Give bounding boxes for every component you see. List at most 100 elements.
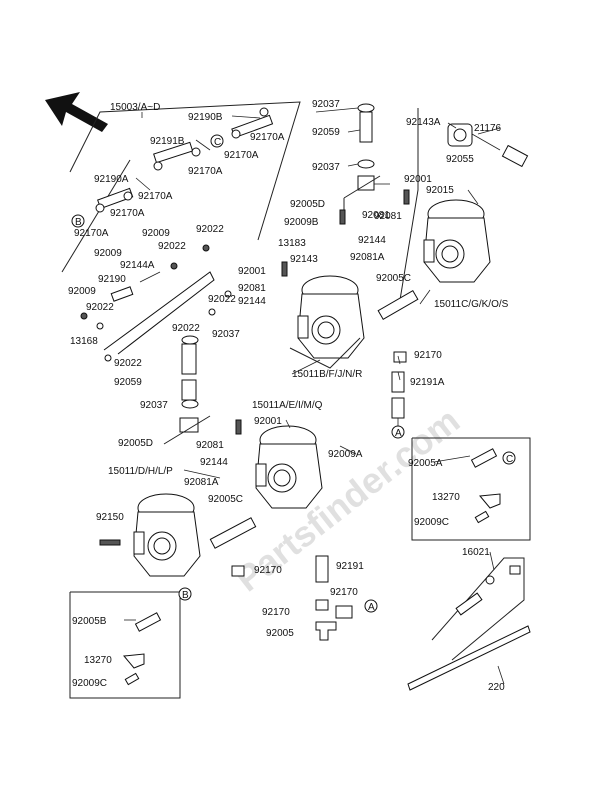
part-label: 92022 — [86, 302, 114, 313]
vent-hoses-upper — [343, 103, 390, 212]
callout-c-upper: C — [210, 134, 224, 148]
svg-text:B: B — [75, 217, 82, 228]
part-label: 92009C — [414, 517, 449, 528]
part-label: 92059 — [114, 377, 142, 388]
part-label: 92190B — [188, 112, 223, 123]
part-label: 92005D — [290, 199, 325, 210]
part-label: 21176 — [474, 123, 502, 134]
part-label: 92144 — [200, 457, 228, 468]
part-label: 92144A — [120, 260, 155, 271]
part-label: 13168 — [70, 336, 98, 347]
callout-b-lower: B — [178, 587, 192, 601]
part-label: 92037 — [312, 162, 340, 173]
part-label: 92143 — [290, 254, 318, 265]
part-label: 92009A — [328, 449, 363, 460]
carburetor-unit-d — [133, 493, 201, 577]
part-label: 92037 — [140, 400, 168, 411]
part-label: 220 — [488, 682, 505, 693]
front-direction-arrow-icon — [45, 92, 108, 132]
part-label: 92001 — [404, 174, 432, 185]
linkage-rod-assembly — [80, 244, 232, 362]
part-label: 92009C — [72, 678, 107, 689]
cable-bracket — [407, 557, 531, 691]
part-label: 92001 — [254, 416, 282, 427]
fuel-joint-pipes — [209, 289, 419, 577]
leader-lines — [124, 107, 505, 685]
part-label: 13270 — [432, 492, 460, 503]
part-label: 92150 — [96, 512, 124, 523]
part-label: 92009 — [94, 248, 122, 259]
screws — [99, 189, 410, 546]
svg-text:A: A — [368, 602, 375, 613]
part-label: 92170A — [188, 166, 223, 177]
intake-kit-frame — [69, 101, 301, 241]
callout-b-upper: B — [71, 214, 85, 228]
part-label: 92005C — [208, 494, 243, 505]
carburetor-unit-b — [289, 275, 365, 369]
part-label: 92005A — [408, 458, 443, 469]
part-label: 15011B/F/J/N/R — [292, 369, 362, 380]
part-label: 92005D — [118, 438, 153, 449]
part-label: 16021 — [462, 547, 490, 558]
part-label: 15003/A~D — [110, 102, 160, 113]
part-label: 92022 — [172, 323, 200, 334]
part-label: 92190 — [98, 274, 126, 285]
part-label: 92170 — [414, 350, 442, 361]
part-label: 13270 — [84, 655, 112, 666]
part-label: 92170A — [224, 150, 259, 161]
svg-text:C: C — [506, 454, 513, 465]
vent-hoses-middle — [163, 335, 211, 445]
callout-c-lower: C — [502, 451, 516, 465]
part-label: 92170 — [262, 607, 290, 618]
part-label: 92037 — [212, 329, 240, 340]
throttle-sensor — [447, 123, 529, 168]
part-label: 15011A/E/I/M/Q — [252, 400, 323, 411]
part-labels: 15003/A~D 92190B 92170A 92191B 92170A 92… — [68, 99, 509, 693]
part-label: 92081 — [238, 283, 266, 294]
part-label: 13183 — [278, 238, 306, 249]
part-label: 92005C — [376, 273, 411, 284]
subassembly-box-right — [411, 437, 531, 541]
intake-tubes — [95, 107, 274, 213]
svg-text:B: B — [182, 590, 189, 601]
part-label: 92190A — [94, 174, 129, 185]
part-label: 92037 — [312, 99, 340, 110]
part-label: 92022 — [114, 358, 142, 369]
part-label: 92009B — [284, 217, 319, 228]
callout-a-lower: A — [364, 599, 378, 613]
part-label: 92170A — [74, 228, 109, 239]
part-label: 92055 — [446, 154, 474, 165]
svg-text:A: A — [395, 428, 402, 439]
part-label: 92170 — [330, 587, 358, 598]
part-label: 15011/D/H/L/P — [108, 466, 173, 477]
part-label: 92009 — [68, 286, 96, 297]
part-label: 92143A — [406, 117, 441, 128]
part-label: 92170A — [138, 191, 173, 202]
part-label: 92170A — [110, 208, 145, 219]
part-label: 92144 — [358, 235, 386, 246]
part-label: 92081 — [362, 210, 390, 221]
part-label: 92005 — [266, 628, 294, 639]
part-label: 92081A — [350, 252, 385, 263]
part-label: 15011C/G/K/O/S — [434, 299, 509, 310]
part-label: 92022 — [158, 241, 186, 252]
part-label: 92015 — [426, 185, 454, 196]
part-label: 92081 — [196, 440, 224, 451]
callout-a-upper: A — [391, 425, 405, 439]
part-label: 92170 — [254, 565, 282, 576]
part-label: 92005B — [72, 616, 107, 627]
part-label: 92191A — [410, 377, 445, 388]
part-label: 92022 — [208, 294, 236, 305]
svg-text:C: C — [214, 137, 221, 148]
lower-hoses — [315, 555, 353, 641]
part-label: 92170A — [250, 132, 285, 143]
carburetor-unit-a — [255, 425, 323, 509]
part-label: 92009 — [142, 228, 170, 239]
carburetor-unit-c — [423, 199, 491, 283]
part-label: 92191 — [336, 561, 364, 572]
part-label: 92144 — [238, 296, 266, 307]
part-label: 92191B — [150, 136, 185, 147]
part-label: 92081A — [184, 477, 219, 488]
vent-hoses-right — [391, 371, 405, 428]
